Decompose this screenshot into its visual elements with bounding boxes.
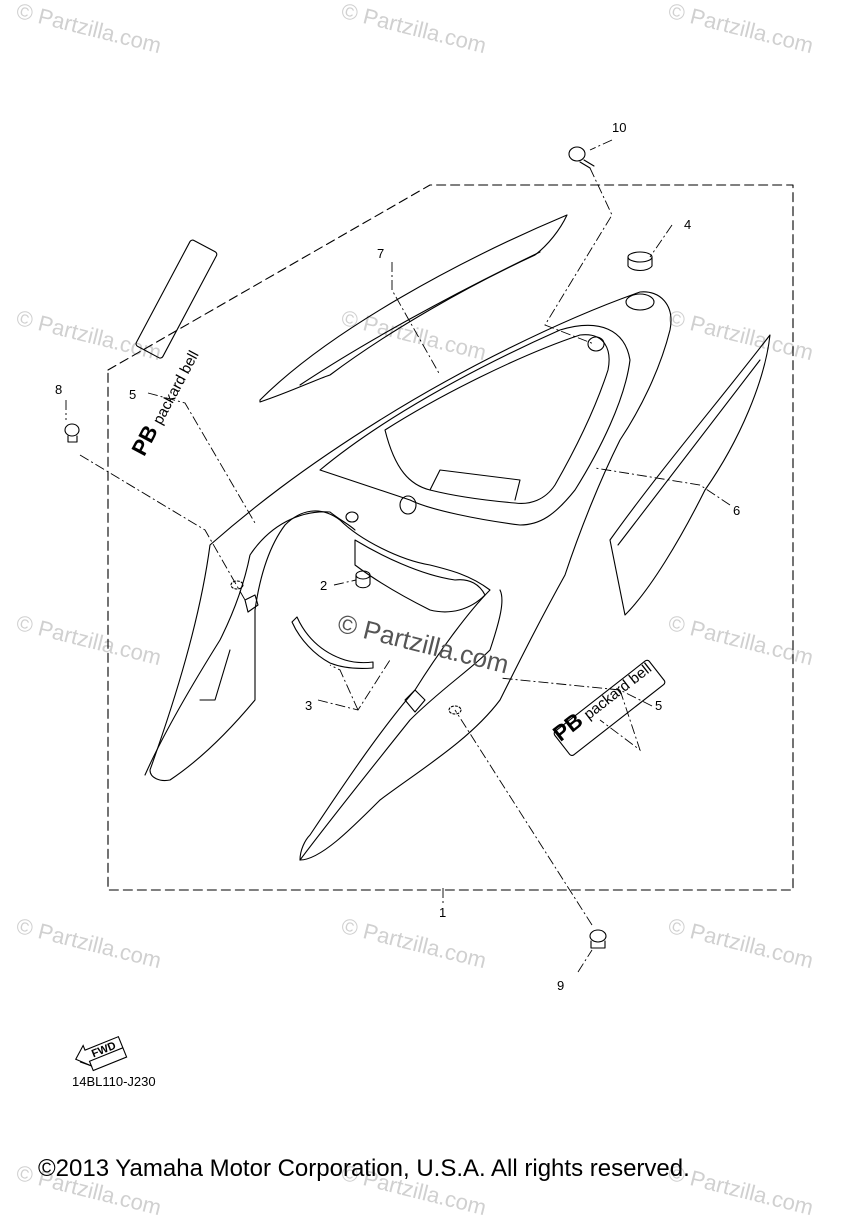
decal-logo: PB bbox=[127, 421, 163, 460]
decal-logo: PB bbox=[548, 708, 587, 747]
diagram-code: 14BL110-J230 bbox=[72, 1074, 156, 1089]
assembly-boundary bbox=[107, 184, 794, 891]
part-7-stripe bbox=[259, 214, 568, 403]
leader-5-lower bbox=[499, 677, 653, 752]
leader-10 bbox=[544, 139, 613, 345]
fwd-arrow-icon: FWD bbox=[74, 1035, 128, 1072]
callout-8: 8 bbox=[55, 382, 62, 397]
callout-3: 3 bbox=[305, 698, 312, 713]
part-6-stripe-inner bbox=[617, 359, 761, 546]
leader-5-upper bbox=[147, 392, 256, 524]
callout-7: 7 bbox=[377, 246, 384, 261]
leader-2 bbox=[333, 579, 357, 586]
part-7-stripe-inner bbox=[299, 251, 541, 386]
leader-3 bbox=[317, 659, 391, 711]
part-9-screw bbox=[589, 929, 607, 949]
part-8-screw bbox=[64, 423, 80, 443]
part-4-cap bbox=[627, 251, 653, 272]
part-5-decal-lower bbox=[553, 659, 666, 756]
decal-text: packard bell bbox=[581, 660, 655, 723]
callout-9: 9 bbox=[557, 978, 564, 993]
leader-9 bbox=[454, 709, 593, 973]
part-5-decal-upper bbox=[135, 239, 218, 359]
left-side-panel bbox=[144, 511, 356, 776]
seat-opening bbox=[319, 324, 631, 526]
callout-10: 10 bbox=[612, 120, 626, 135]
callout-5: 5 bbox=[129, 387, 136, 402]
leader-6 bbox=[594, 467, 731, 506]
fwd-label: FWD bbox=[90, 1040, 118, 1061]
copyright: ©2013 Yamaha Motor Corporation, U.S.A. A… bbox=[38, 1155, 690, 1182]
callout-5: 5 bbox=[655, 698, 662, 713]
callout-6: 6 bbox=[733, 503, 740, 518]
cap-hole bbox=[625, 293, 655, 311]
decal-text: packard bell bbox=[150, 348, 203, 427]
part-10-bolt bbox=[568, 146, 595, 169]
tail-cowl-body bbox=[149, 291, 672, 861]
part-6-stripe bbox=[609, 334, 771, 616]
inner-bracket bbox=[354, 539, 486, 613]
leader-4 bbox=[649, 224, 673, 258]
right-side-panel bbox=[299, 589, 503, 861]
callout-2: 2 bbox=[320, 578, 327, 593]
part-2-grommet bbox=[355, 570, 371, 589]
callout-1: 1 bbox=[439, 905, 446, 920]
part-3-seal bbox=[291, 616, 374, 670]
decal-upper-text: packard bell PB bbox=[127, 348, 203, 460]
callout-4: 4 bbox=[684, 217, 691, 232]
leader-8 bbox=[65, 400, 246, 601]
leader-7 bbox=[391, 262, 441, 376]
